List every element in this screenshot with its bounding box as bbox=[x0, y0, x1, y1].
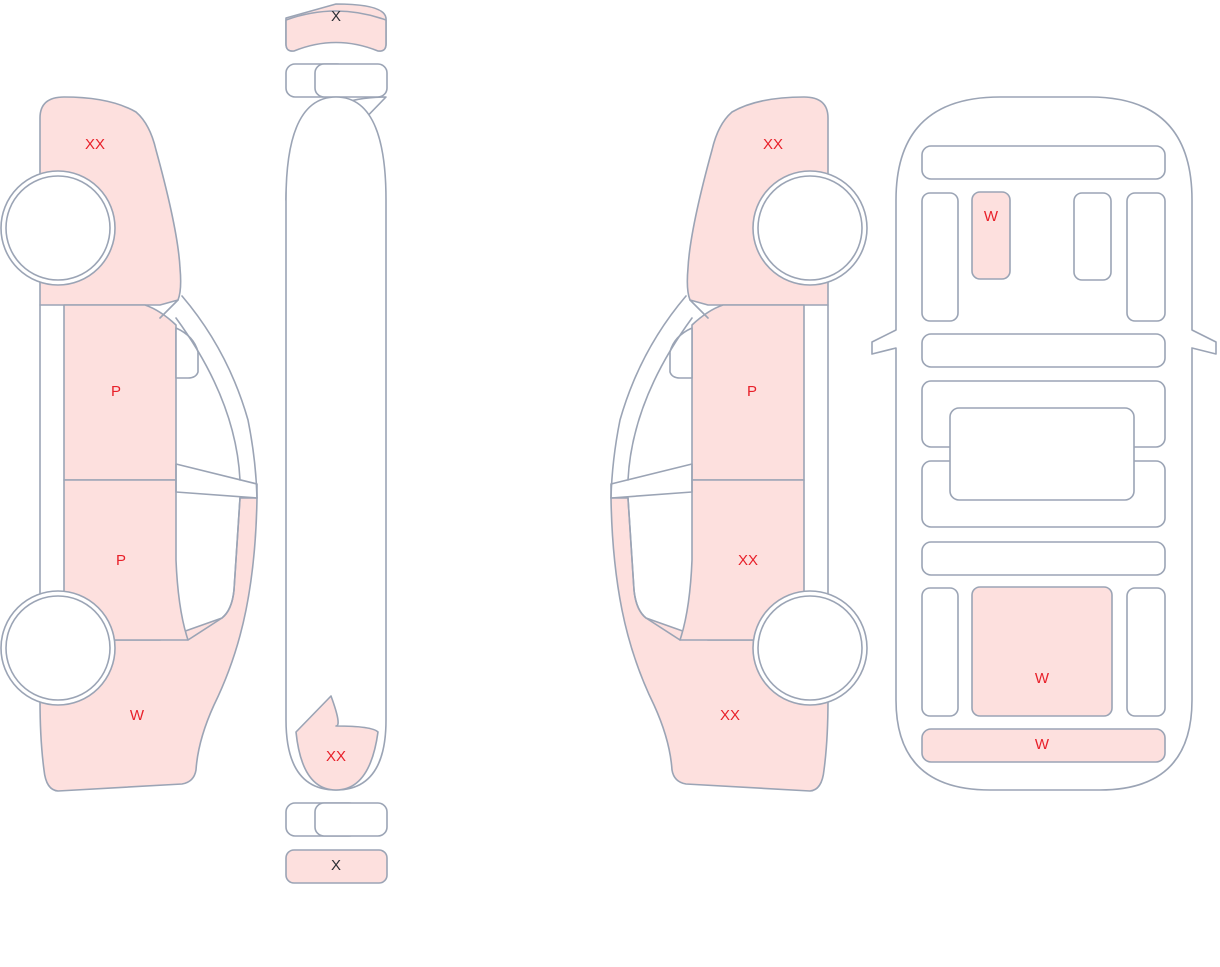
left-side-view: XX P P W bbox=[0, 96, 258, 792]
trunk-lid-panel[interactable] bbox=[295, 695, 379, 791]
front-right-light bbox=[314, 63, 388, 98]
left-front-fender-mark: XX bbox=[85, 136, 105, 153]
right-front-fender-mark: XX bbox=[763, 136, 783, 153]
left-mirror[interactable] bbox=[175, 327, 199, 379]
under-front-panel[interactable] bbox=[971, 191, 1011, 280]
underside-view: W W W bbox=[871, 96, 1217, 791]
left-rear-door-mark: P bbox=[116, 552, 126, 569]
front-bumper-mark: X bbox=[331, 8, 341, 25]
front-bumper-panel-shape bbox=[285, 10, 387, 52]
car-body-top bbox=[285, 96, 387, 791]
right-front-door-panel[interactable] bbox=[691, 304, 805, 481]
under-rear-strip[interactable] bbox=[921, 728, 1166, 763]
rear-bumper-mark: X bbox=[331, 857, 341, 874]
under-rear-strip-mark: W bbox=[1035, 736, 1050, 753]
left-front-door-mark: P bbox=[111, 383, 121, 400]
top-view: X XX X bbox=[285, 3, 388, 884]
right-front-door-mark: P bbox=[747, 383, 757, 400]
rear-bumper-panel[interactable] bbox=[285, 849, 388, 884]
right-rear-door-mark: XX bbox=[738, 552, 758, 569]
under-front-panel-mark: W bbox=[984, 208, 999, 225]
right-rear-quarter-mark: XX bbox=[720, 707, 740, 724]
right-side-view: XX P XX XX bbox=[610, 96, 868, 792]
rear-right-light bbox=[314, 802, 388, 837]
under-rear-panel-mark: W bbox=[1035, 670, 1050, 687]
under-rear-panel[interactable] bbox=[971, 586, 1113, 717]
right-mirror[interactable] bbox=[669, 327, 693, 379]
trunk-lid-mark: XX bbox=[326, 748, 346, 765]
left-rear-quarter-mark: W bbox=[130, 707, 145, 724]
left-front-door-panel[interactable] bbox=[63, 304, 177, 481]
